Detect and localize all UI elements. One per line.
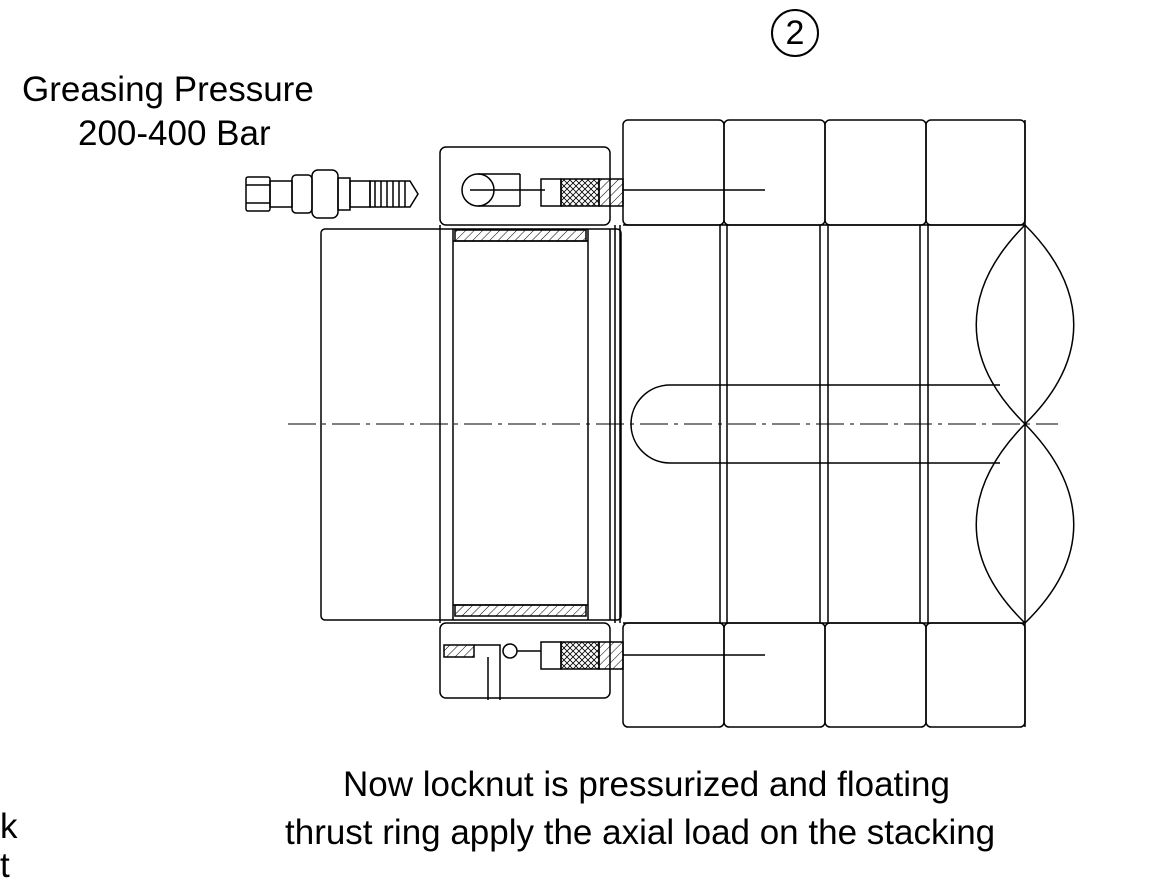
top-grease-port xyxy=(461,173,545,207)
bottom-grease-channel xyxy=(443,643,541,700)
caption-line-1: Now locknut is pressurized and floating xyxy=(343,765,950,804)
bottom-piston xyxy=(540,641,765,670)
greasing-pressure-label: Greasing Pressure xyxy=(22,70,314,109)
bottom-seal-hatch xyxy=(454,604,587,617)
locknut-assembly-drawing xyxy=(245,119,1075,728)
top-seal-hatch xyxy=(454,229,587,242)
step-number-badge: 2 xyxy=(771,9,819,57)
greasing-pressure-value: 200-400 Bar xyxy=(78,114,271,153)
shaft-break-symbol xyxy=(975,224,1075,624)
grease-nipple-icon xyxy=(245,169,419,219)
caption-line-2: thrust ring apply the axial load on the … xyxy=(285,813,996,852)
cut-off-text-line-1: k xyxy=(0,807,18,846)
top-piston xyxy=(540,178,765,207)
